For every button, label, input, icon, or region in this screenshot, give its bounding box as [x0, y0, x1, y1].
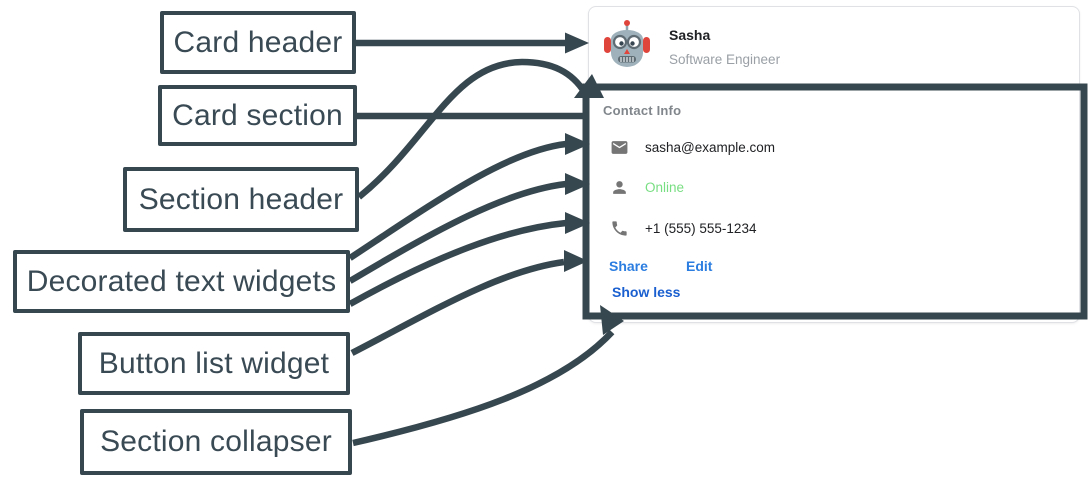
person-name: Sasha	[669, 27, 711, 43]
label-card-header-text: Card header	[173, 25, 343, 59]
arrow-decorated-3	[348, 219, 567, 307]
person-subtitle: Software Engineer	[669, 52, 781, 67]
label-section-collapser-text: Section collapser	[100, 425, 332, 458]
label-button-list-widget: Button list widget	[78, 332, 350, 395]
label-card-section-text: Card section	[172, 98, 343, 132]
label-button-list-widget-text: Button list widget	[98, 346, 330, 380]
edit-button[interactable]: Edit	[686, 258, 713, 274]
arrow-section-header	[356, 58, 588, 200]
arrowhead-decorated-2	[565, 173, 590, 195]
arrow-decorated-2	[348, 180, 567, 284]
show-less-collapser[interactable]: Show less	[612, 284, 681, 300]
label-section-header: Section header	[123, 167, 359, 232]
arrow-decorated-1	[348, 140, 567, 261]
phone-text: +1 (555) 555-1234	[645, 221, 757, 236]
label-decorated-text-widgets: Decorated text widgets	[13, 250, 350, 313]
label-section-collapser: Section collapser	[80, 409, 352, 475]
status-text: Online	[645, 180, 685, 195]
label-card-header: Card header	[160, 11, 356, 74]
card-header-area: Sasha Software Engineer	[589, 7, 1079, 85]
phone-icon	[612, 221, 627, 236]
arrow-section-collapser	[352, 329, 615, 447]
person-icon	[613, 181, 626, 194]
label-card-section: Card section	[158, 85, 357, 146]
arrowhead-decorated-3	[565, 212, 590, 234]
label-decorated-text-widgets-text: Decorated text widgets	[26, 264, 337, 298]
label-section-header-text: Section header	[138, 182, 344, 216]
arrowhead-card-header	[565, 32, 589, 54]
email-icon	[611, 141, 628, 154]
email-text: sasha@example.com	[645, 140, 776, 155]
robot-avatar-icon	[604, 20, 650, 67]
share-button[interactable]: Share	[609, 258, 648, 274]
arrowhead-decorated-1	[565, 133, 590, 155]
contact-card: Sasha Software Engineer Contact Info sas…	[588, 6, 1080, 323]
section-header-title: Contact Info	[603, 103, 682, 118]
arrowhead-button-list	[564, 250, 588, 272]
arrow-button-list	[350, 258, 565, 356]
